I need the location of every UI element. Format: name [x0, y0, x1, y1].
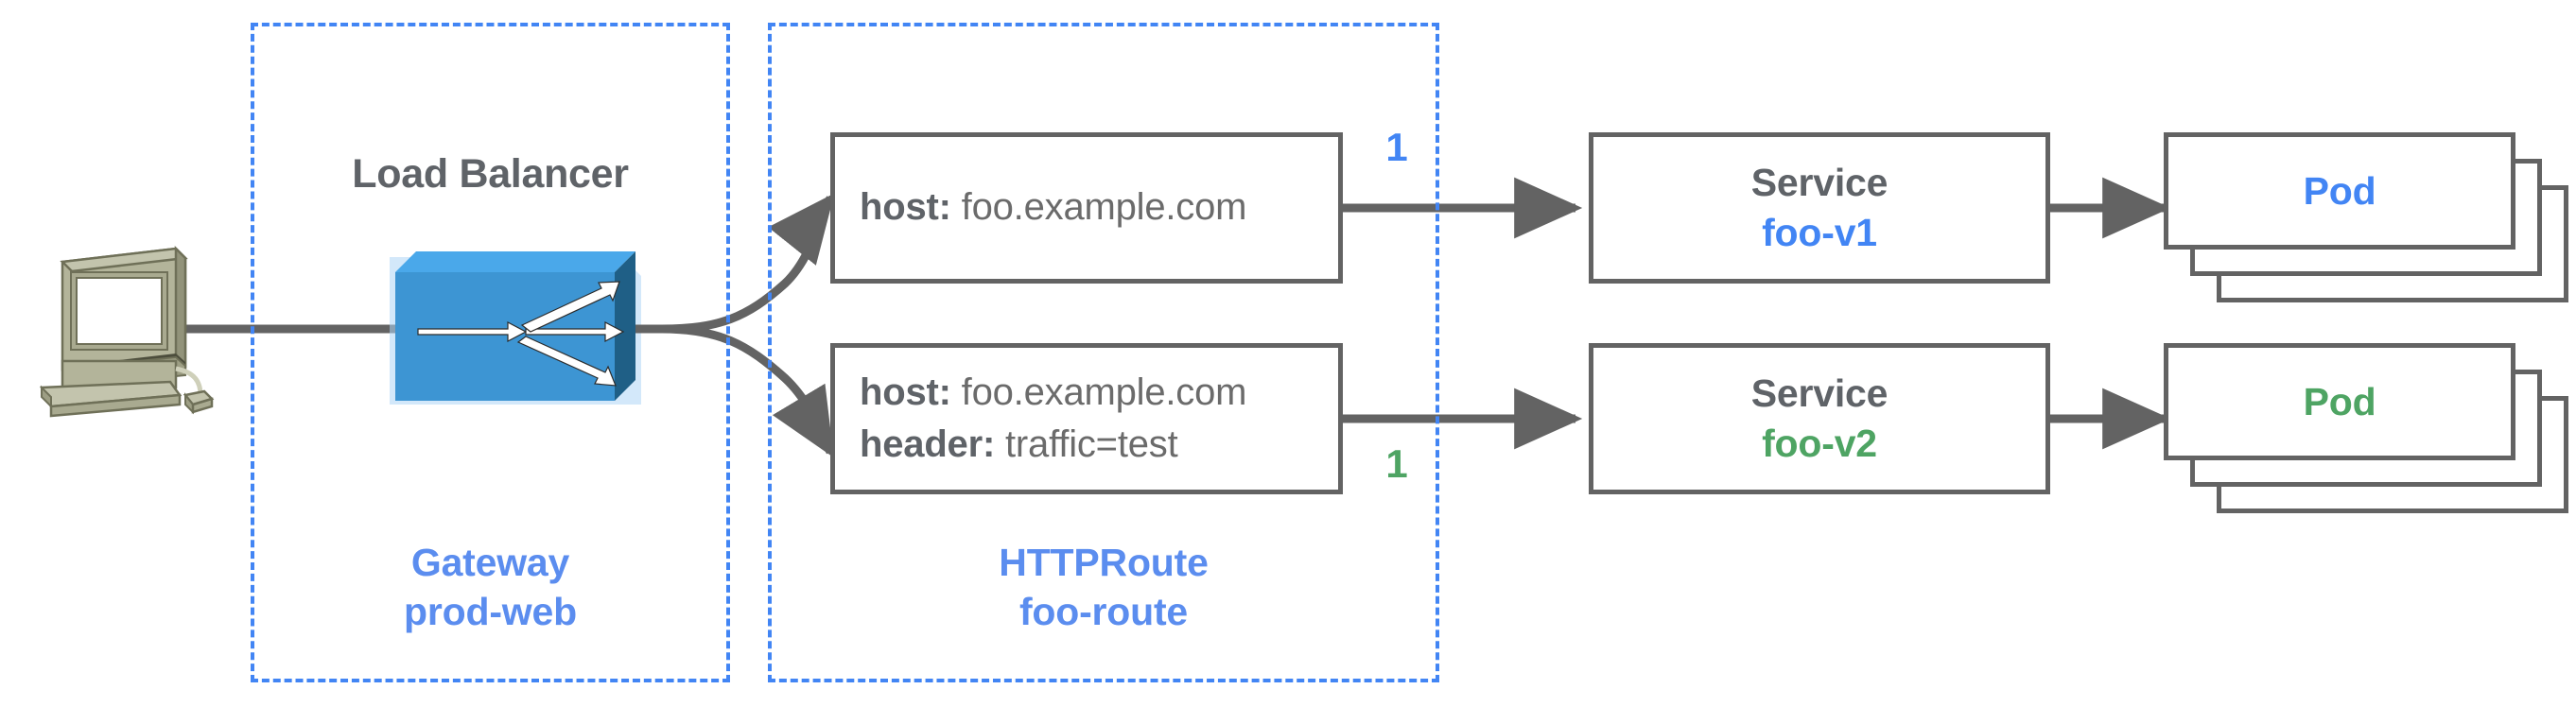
route-rule-2-line-2: header: traffic=test — [835, 419, 1338, 471]
pod-stack-foo-v2: Pod — [2164, 343, 2568, 523]
pod-foo-v2-label: Pod — [2303, 379, 2376, 423]
route-rule-2-line-2-key: header: — [860, 423, 996, 465]
route-rule-2-line-1-value: foo.example.com — [950, 371, 1247, 413]
service-foo-v1-name: foo-v1 — [1762, 211, 1877, 254]
zone-httproute-label-line1: HTTPRoute — [999, 541, 1209, 584]
route-rule-1-line-1-key: host: — [860, 186, 951, 229]
service-foo-v1-kind: Service — [1750, 160, 1888, 204]
pod-stack-foo-v1: Pod — [2164, 132, 2568, 312]
wire-loadbalancer-to-route-2 — [661, 324, 834, 458]
service-foo-v2-name: foo-v2 — [1762, 422, 1877, 465]
route-rule-2-line-1: host: foo.example.com — [835, 367, 1338, 419]
pod-box-foo-v2-1[interactable]: Pod — [2164, 343, 2515, 460]
service-foo-v2-kind: Service — [1750, 371, 1888, 415]
route-rule-1-line-1: host: foo.example.com — [835, 181, 1338, 233]
route-1-weight-label: 1 — [1385, 125, 1408, 169]
zone-gateway-label-line1: Gateway — [410, 541, 570, 584]
wire-loadbalancer-to-route-1 — [661, 193, 835, 334]
zone-httproute — [768, 23, 1439, 682]
route-rule-box-1[interactable]: host: foo.example.com — [830, 132, 1343, 284]
route-rule-box-2[interactable]: host: foo.example.com header: traffic=te… — [830, 343, 1343, 494]
pod-foo-v1-label: Pod — [2303, 168, 2376, 213]
desktop-computer-icon — [40, 245, 215, 418]
zone-httproute-label-line2: foo-route — [1018, 590, 1189, 634]
zone-gateway — [251, 23, 730, 682]
service-box-foo-v2[interactable]: Service foo-v2 — [1589, 343, 2050, 494]
route-2-weight-label: 1 — [1385, 441, 1408, 486]
network-switch-icon — [390, 251, 662, 405]
service-box-foo-v1[interactable]: Service foo-v1 — [1589, 132, 2050, 284]
pod-box-foo-v1-1[interactable]: Pod — [2164, 132, 2515, 250]
zone-gateway-label: Gateway prod-web — [251, 538, 730, 637]
zone-httproute-label: HTTPRoute foo-route — [768, 538, 1439, 637]
route-rule-2-line-2-value: traffic=test — [995, 423, 1178, 465]
route-rule-2-line-1-key: host: — [860, 371, 951, 413]
load-balancer-title: Load Balancer — [352, 151, 629, 197]
zone-gateway-label-line2: prod-web — [404, 590, 577, 634]
route-rule-1-line-1-value: foo.example.com — [950, 186, 1247, 229]
